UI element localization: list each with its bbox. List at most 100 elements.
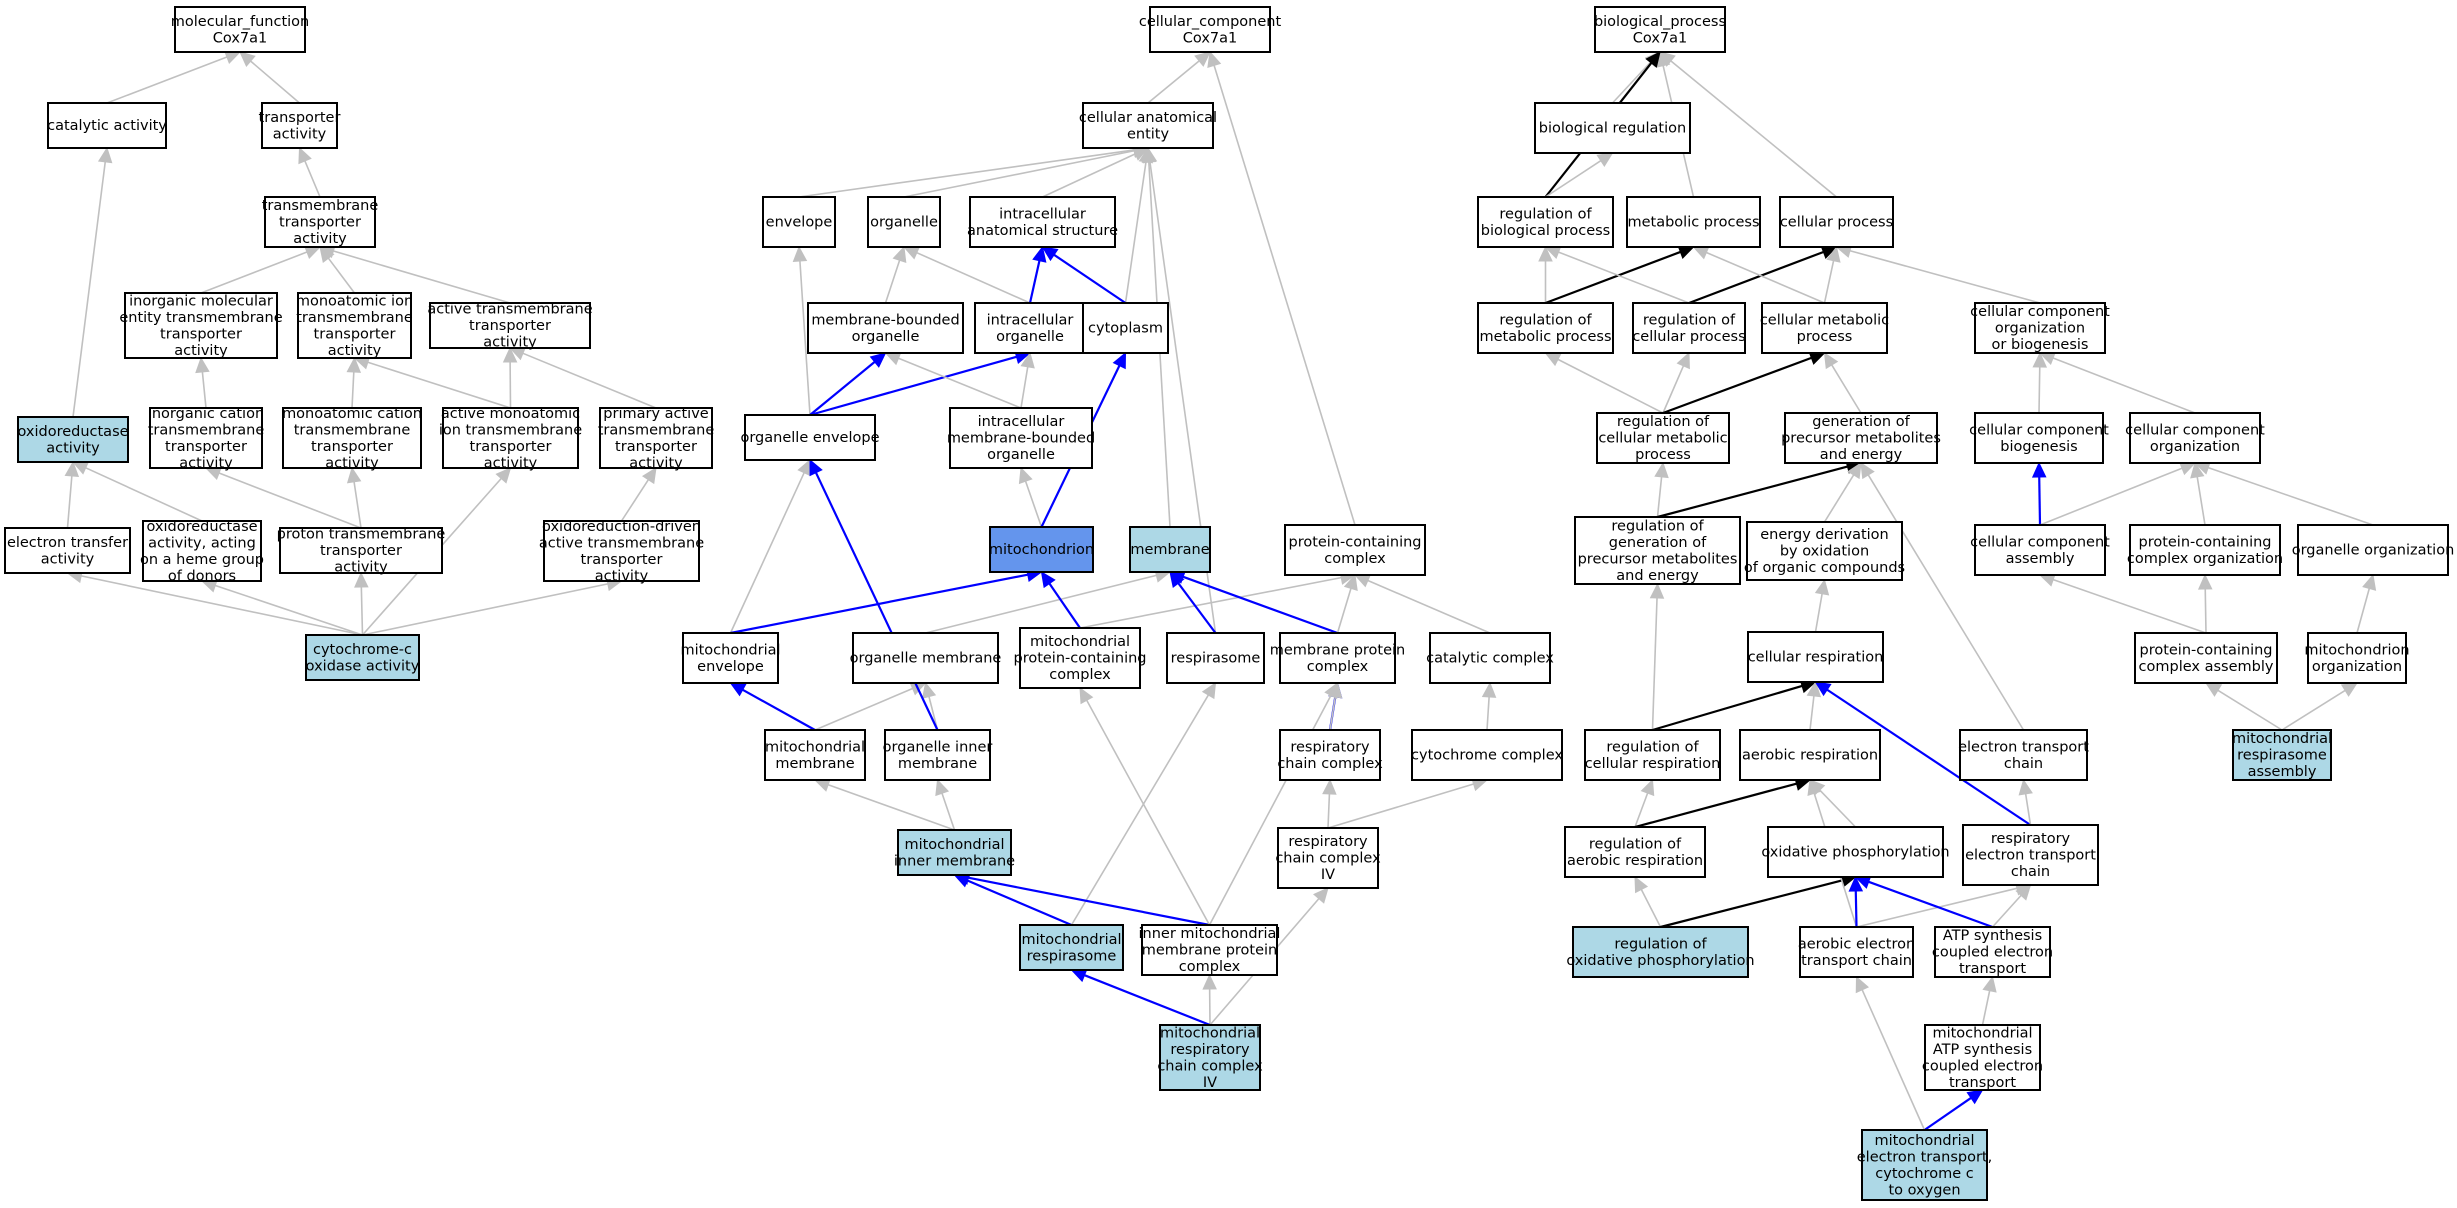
node-box — [4, 527, 131, 574]
node-cellp[interactable]: cellular process — [1779, 196, 1894, 248]
node-orgorg[interactable]: organelle organization — [2292, 524, 2455, 576]
node-org[interactable]: organelle — [867, 196, 941, 248]
edge-arrowhead — [922, 681, 937, 699]
node-box — [47, 102, 167, 149]
node-label: organelle — [852, 329, 920, 345]
node-metp[interactable]: metabolic process — [1626, 196, 1761, 248]
node-catcx[interactable]: catalytic complex — [1426, 632, 1554, 684]
node-cat[interactable]: catalytic activity — [47, 102, 167, 149]
node-mito[interactable]: mitochondrion — [989, 526, 1094, 573]
node-label: transmembrane — [598, 422, 715, 438]
node-orgmem[interactable]: organelle membrane — [850, 632, 1002, 684]
node-inorgcat[interactable]: inorganic cationtransmembranetransporter… — [148, 406, 265, 472]
edge-line — [2207, 466, 2374, 526]
node-monoion[interactable]: monoatomic iontransmembranetransporterac… — [296, 292, 413, 359]
node-env[interactable]: envelope — [762, 196, 836, 248]
node-orgenv[interactable]: organelle envelope — [740, 414, 880, 461]
edge-cytc-oxheme — [200, 578, 363, 636]
node-label: activity — [595, 568, 649, 584]
edge-line — [327, 257, 356, 294]
node-cyto[interactable]: cytoplasm — [1082, 302, 1169, 354]
node-oxphos[interactable]: oxidative phosphorylation — [1761, 826, 1950, 878]
edge-aresp-cresp — [1806, 680, 1822, 731]
node-resp[interactable]: respirasome — [1166, 632, 1265, 684]
node-monocat[interactable]: monoatomic cationtransmembranetransporte… — [282, 406, 422, 472]
node-memb[interactable]: membrane — [1129, 526, 1211, 573]
node-cresp[interactable]: cellular respiration — [1747, 631, 1884, 683]
node-label: mitochondrial — [1160, 1025, 1260, 1041]
node-box — [17, 416, 129, 463]
node-label: primary active — [603, 406, 709, 422]
node-aresp[interactable]: aerobic respiration — [1739, 729, 1881, 781]
node-primact[interactable]: primary activetransmembranetransporterac… — [598, 406, 715, 472]
edge-imbo-io — [1020, 351, 1035, 409]
node-breg[interactable]: biological regulation — [1534, 102, 1691, 154]
edge-line — [1147, 60, 1200, 104]
node-cytcx[interactable]: cytochrome complex — [1411, 729, 1563, 781]
edge-cmp-cellp — [1823, 245, 1841, 304]
node-label: oxidoreductase — [146, 519, 257, 535]
node-label: transporter — [320, 543, 402, 559]
node-label: membrane — [775, 756, 854, 772]
node-label: aerobic respiration — [1567, 853, 1703, 869]
node-label: intracellular — [978, 414, 1065, 430]
edge-line — [250, 60, 301, 104]
